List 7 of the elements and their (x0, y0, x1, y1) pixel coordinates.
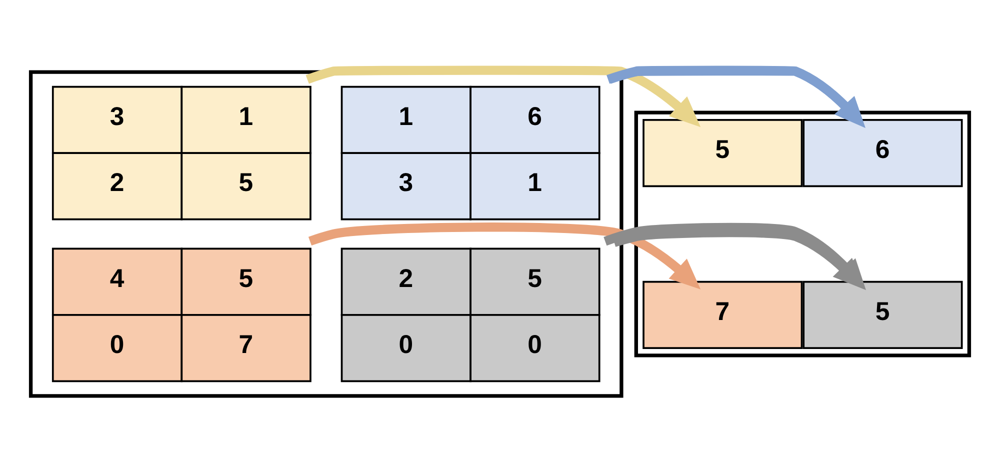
node-box: 5 (802, 280, 963, 348)
arrow (306, 65, 701, 127)
node-box: 6 (802, 118, 963, 187)
cluster (634, 110, 972, 357)
cluster (28, 70, 624, 398)
node-box: 5 (642, 118, 803, 187)
node-box: 7 (642, 280, 803, 348)
